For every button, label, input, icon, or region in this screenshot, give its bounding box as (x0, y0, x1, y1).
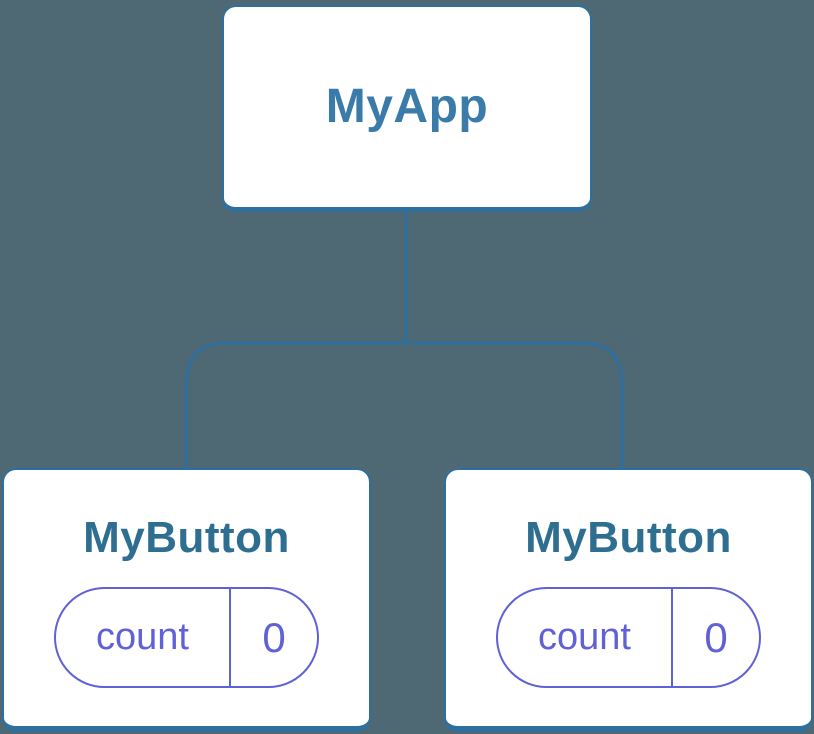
state-key-left: count (96, 616, 189, 658)
component-node-mybutton-left: MyButton count 0 (2, 468, 371, 732)
component-label-myapp: MyApp (325, 80, 489, 133)
component-node-mybutton-right: MyButton count 0 (444, 468, 813, 732)
state-pill-left: count 0 (54, 587, 319, 688)
state-value-right: 0 (671, 589, 759, 686)
component-label-mybutton-left: MyButton (83, 513, 290, 562)
state-pill-right: count 0 (496, 587, 761, 688)
component-node-myapp: MyApp (222, 5, 592, 212)
component-label-mybutton-right: MyButton (525, 513, 732, 562)
state-value-left: 0 (229, 589, 317, 686)
state-key-right: count (538, 616, 631, 658)
connector-bracket (185, 341, 624, 470)
